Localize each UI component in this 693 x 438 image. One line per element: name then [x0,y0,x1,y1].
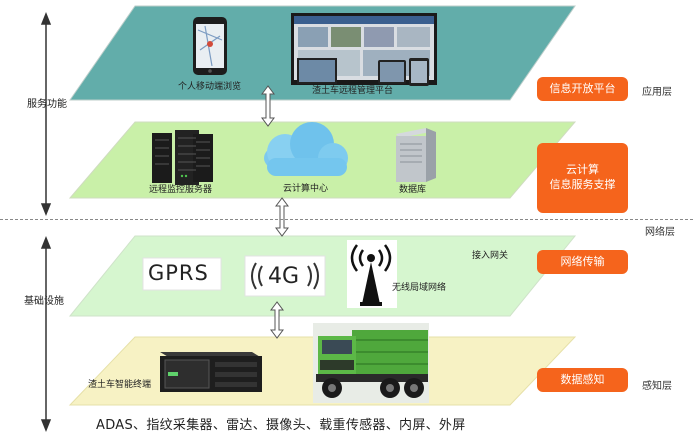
smart-terminal-label: 渣土车智能终端 [88,380,152,390]
data-perception-badge: 数据感知 [537,368,628,392]
left-axis-arrow-top [40,11,52,217]
terminal-device-icon [160,352,262,392]
arrow-app-cloud [261,85,275,127]
data-perception-text: 数据感知 [560,372,605,386]
cloud-badge-line1: 云计算 [566,163,599,177]
dump-truck-image [313,323,429,403]
info-open-platform-badge: 信息开放平台 [537,77,628,101]
wireless-antenna-icon [347,240,397,308]
cloud-center-label: 云计算中心 [283,184,329,194]
gprs-text: GPRS [148,261,209,285]
arrow-cloud-network [275,197,289,237]
server-rack-icon [152,130,213,185]
application-layer-label: 应用层 [642,87,672,98]
access-gateway-label: 接入网关 [472,251,509,261]
network-transport-text: 网络传输 [560,254,605,268]
infrastructure-label: 基础设施 [24,296,64,307]
platform-label: 渣土车远程管理平台 [312,86,394,96]
network-layer-label: 网络层 [645,227,675,238]
four-g-box [244,255,326,297]
left-axis-arrow-bottom [40,235,52,433]
network-separator-line [0,219,693,220]
service-function-label: 服务功能 [27,99,67,110]
four-g-text: 4G [268,264,300,289]
gprs-box [142,257,222,291]
monitor-server-label: 远程监控服务器 [149,185,213,195]
mobile-phone-icon [193,17,227,75]
info-open-platform-text: 信息开放平台 [549,81,616,95]
network-transport-badge: 网络传输 [537,250,628,274]
cloud-badge-line2: 信息服务支撑 [549,178,616,191]
perception-layer-label: 感知层 [642,381,672,392]
database-icon [396,128,436,182]
wireless-lan-label: 无线局域网络 [392,283,447,293]
mobile-browse-label: 个人移动端浏览 [178,82,242,92]
cloud-icon [264,122,348,176]
sensor-devices-list: ADAS、指纹采集器、雷达、摄像头、载重传感器、内屏、外屏 [96,418,466,433]
platform-screens-icon [291,13,437,86]
database-label: 数据库 [399,185,427,195]
arrow-network-perception [270,301,284,339]
cloud-service-badge: 云计算 信息服务支撑 [537,143,628,213]
